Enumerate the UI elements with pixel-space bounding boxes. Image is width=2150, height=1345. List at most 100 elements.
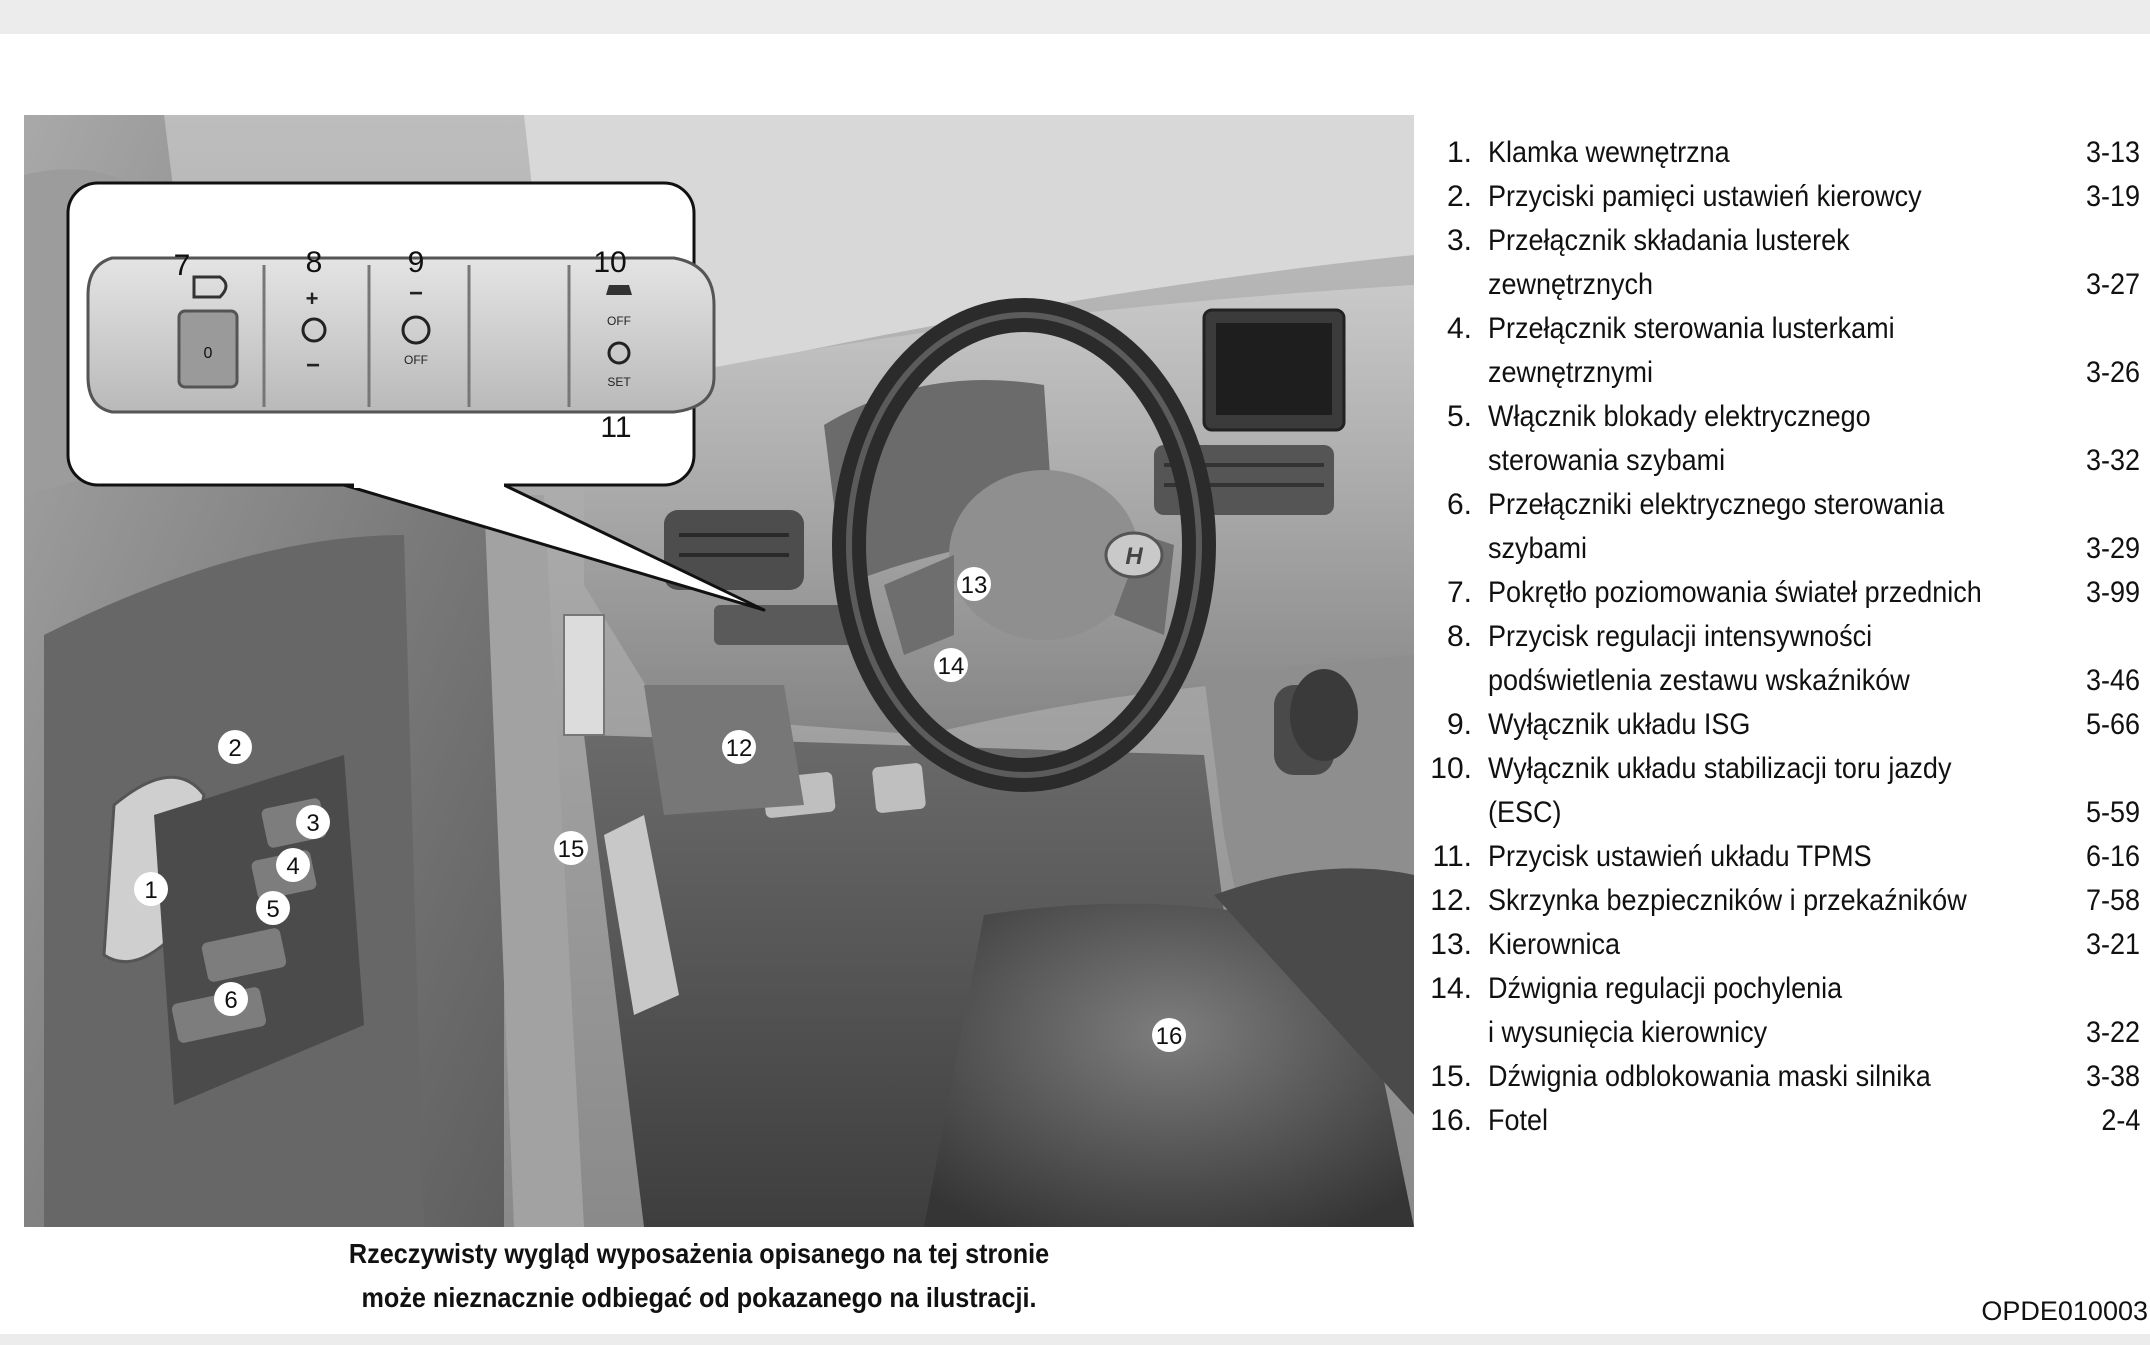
caption-line-1: Rzeczywisty wygląd wyposażenia opisanego…: [348, 1238, 1050, 1269]
callout-7: 7: [174, 249, 191, 282]
legend-item-page: 3-32: [2085, 444, 2140, 477]
legend-item-page: 2-4: [2100, 1104, 2140, 1137]
legend-item-page: 3-22: [2085, 1016, 2140, 1049]
top-band: [0, 0, 2150, 34]
legend-item-label-line: Dźwignia regulacji pochylenia: [1488, 972, 1843, 1005]
legend-item: 7. Pokrętło poziomowania świateł przednic…: [1428, 571, 2140, 615]
legend-item-label: Fotel: [1488, 1099, 2060, 1143]
svg-text:H: H: [1125, 543, 1143, 570]
legend-item-label-line: sterowania szybami: [1488, 444, 1726, 477]
legend-item-label-line: podświetlenia zestawu wskaźników: [1488, 664, 1910, 697]
legend-item-number: 8.: [1446, 620, 1472, 653]
legend-item-label: Przełączniki elektrycznego sterowania szy…: [1488, 483, 2060, 571]
legend-item-label: Wyłącznik układu stabilizacji toru jazdy…: [1488, 747, 2060, 835]
legend-item-number: 5.: [1446, 400, 1472, 433]
legend-item: 12. Skrzynka bezpieczników i przekaźników…: [1428, 879, 2140, 923]
callout-2: 2: [228, 735, 241, 762]
legend-item-label-line: Skrzynka bezpieczników i przekaźników: [1488, 884, 1967, 917]
illustration-svg: H 0 + − − OFF OFF SET 7 8 9 10 11: [24, 115, 1414, 1227]
hyundai-logo: [1104, 531, 1164, 579]
legend-item: 10. Wyłącznik układu stabilizacji toru ja…: [1428, 747, 2140, 835]
legend-item-number: 11.: [1432, 840, 1472, 873]
callout-16: 16: [1156, 1023, 1183, 1050]
legend-item-number: 2.: [1446, 180, 1472, 213]
headlight-level-dial: [177, 309, 239, 389]
legend-item-number: 12.: [1430, 884, 1472, 917]
svg-text:OFF: OFF: [607, 314, 631, 328]
legend-item-number: 1.: [1446, 136, 1472, 169]
legend-item-label: Przełącznik sterowania lusterkami zewnętr…: [1488, 307, 2060, 395]
legend-item: 9. Wyłącznik układu ISG 5-66: [1428, 703, 2140, 747]
legend-item: 4. Przełącznik sterowania lusterkami zewnę…: [1428, 307, 2140, 395]
callout-1: 1: [144, 877, 157, 904]
legend-item-label-line: i wysunięcia kierownicy: [1488, 1016, 1768, 1049]
legend-item-page: 3-27: [2085, 268, 2140, 301]
legend-item-page: 3-13: [2085, 136, 2140, 169]
legend-item-page: 6-16: [2085, 840, 2140, 873]
svg-text:SET: SET: [607, 375, 631, 389]
legend-item-number: 9.: [1446, 708, 1472, 741]
headlight-icon: [192, 275, 228, 299]
legend-item-number: 4.: [1446, 312, 1472, 345]
legend-item-label-line: Przycisk regulacji intensywności: [1488, 620, 1873, 653]
legend-item-label-line: Wyłącznik układu stabilizacji toru jazdy: [1488, 752, 1952, 785]
legend-item-number: 10.: [1430, 752, 1472, 785]
legend-item-label-line: (ESC): [1488, 796, 1562, 829]
svg-text:−: −: [409, 280, 423, 307]
callout-9: 9: [408, 246, 425, 279]
illumination-icon: [301, 317, 327, 343]
legend-item-label-line: Przełączniki elektrycznego sterowania: [1488, 488, 1945, 521]
legend-item-number: 13.: [1430, 928, 1472, 961]
legend-item-label: Wyłącznik układu ISG: [1488, 703, 2060, 747]
legend-item-label: Skrzynka bezpieczników i przekaźników: [1488, 879, 2060, 923]
callout-12: 12: [726, 735, 753, 762]
legend-item-label: Pokrętło poziomowania świateł przednich: [1488, 571, 2060, 615]
callout-4: 4: [286, 853, 299, 880]
interior-illustration: H 0 + − − OFF OFF SET 7 8 9 10 11: [24, 115, 1414, 1227]
svg-text:−: −: [306, 352, 320, 379]
callout-6: 6: [224, 987, 237, 1014]
legend-item-label-line: Pokrętło poziomowania świateł przednich: [1488, 576, 1982, 609]
esc-icon: [606, 285, 632, 295]
legend-item-label: Dźwignia odblokowania maski silnika: [1488, 1055, 2060, 1099]
illustration-caption: Rzeczywisty wygląd wyposażenia opisanego…: [92, 1232, 1307, 1320]
isg-icon: [401, 315, 431, 345]
legend-item-label: Dźwignia regulacji pochylenia i wysunięci…: [1488, 967, 2060, 1055]
legend-item-number: 7.: [1446, 576, 1472, 609]
legend-item-label-line: Klamka wewnętrzna: [1488, 136, 1730, 169]
legend-item-number: 15.: [1430, 1060, 1472, 1093]
svg-text:+: +: [306, 286, 319, 311]
figure-code: OPDE010003: [1981, 1296, 2148, 1326]
caption-line-2: może nieznacznie odbiegać od pokazanego …: [361, 1282, 1037, 1313]
legend-item-label-line: Przełącznik sterowania lusterkami: [1488, 312, 1895, 345]
legend-item-label-line: Wyłącznik układu ISG: [1488, 708, 1751, 741]
legend-item-number: 3.: [1446, 224, 1472, 257]
bottom-band: [0, 1334, 2150, 1345]
legend-item: 16. Fotel 2-4: [1428, 1099, 2140, 1143]
legend-item-number: 16.: [1430, 1104, 1472, 1137]
legend-item-page: 3-46: [2085, 664, 2140, 697]
callout-11: 11: [600, 411, 631, 444]
legend-item-label-line: Przełącznik składania lusterek: [1488, 224, 1850, 257]
legend-item-page: 7-58: [2085, 884, 2140, 917]
callout-13: 13: [961, 572, 988, 599]
callout-3: 3: [306, 810, 319, 837]
legend-item-label-line: zewnętrznymi: [1488, 356, 1654, 389]
legend-item-label-line: szybami: [1488, 532, 1588, 565]
legend-item: 3. Przełącznik składania lusterek zewnętrz…: [1428, 219, 2140, 307]
legend-item-label-line: Przycisk ustawień układu TPMS: [1488, 840, 1872, 873]
legend-item: 8. Przycisk regulacji intensywności podświ…: [1428, 615, 2140, 703]
legend-item-label-line: Kierownica: [1488, 928, 1621, 961]
legend-item-number: 14.: [1430, 972, 1472, 1005]
legend-item-label: Przycisk regulacji intensywności podświet…: [1488, 615, 2060, 703]
callout-10: 10: [593, 246, 626, 279]
legend-item-page: 5-66: [2085, 708, 2140, 741]
callout-14: 14: [938, 653, 965, 680]
legend-item-label-line: zewnętrznych: [1488, 268, 1654, 301]
